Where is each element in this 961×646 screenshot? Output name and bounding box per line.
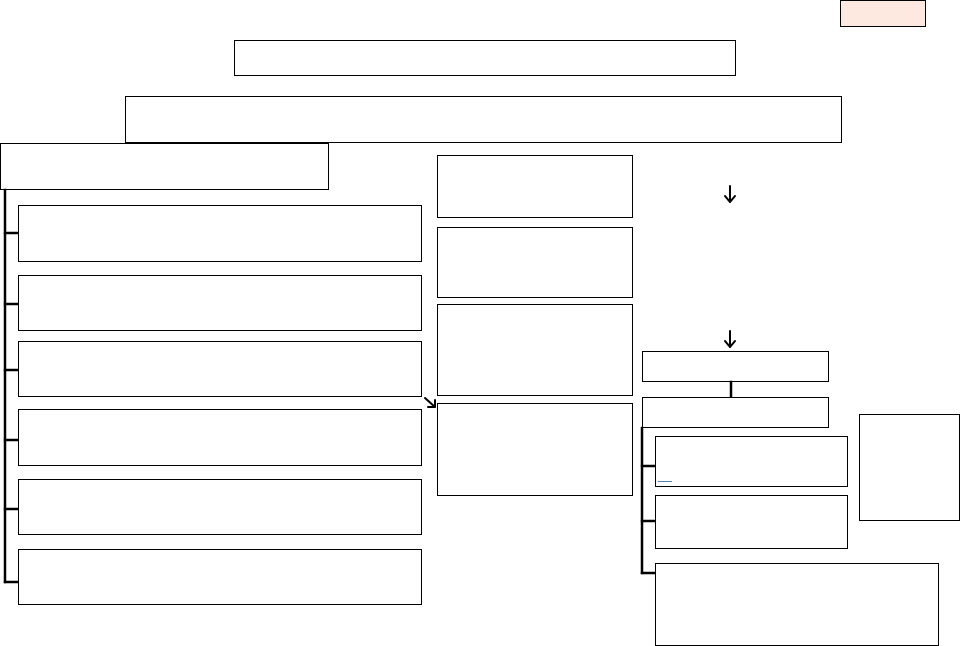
right-subheader-box [642,397,829,428]
title-box [234,40,736,76]
left-item-box-3 [18,341,422,397]
diagonal-arrow-head [427,399,436,408]
subtitle-box [125,96,842,143]
middle-box-1 [437,155,633,218]
right-item-box-3 [655,563,939,646]
left-item-box-1 [18,205,422,262]
right-item-box-1 [655,436,848,487]
right-header-box [642,351,829,382]
left-item-box-5 [18,479,422,535]
left-item-box-4 [18,409,422,466]
left-item-box-2 [18,275,422,331]
down-arrow-1-head [724,195,736,203]
left-header-box [0,143,329,190]
link-underline-mark [658,481,672,482]
middle-box-4 [437,403,633,496]
middle-box-2 [437,227,633,298]
left-item-box-6 [18,549,422,605]
middle-box-3 [437,304,633,396]
side-note-box [859,414,960,521]
diagonal-arrow-shaft [424,397,436,408]
corner-badge [840,0,926,27]
right-item-box-2 [655,495,848,549]
down-arrow-2-head [724,340,736,348]
